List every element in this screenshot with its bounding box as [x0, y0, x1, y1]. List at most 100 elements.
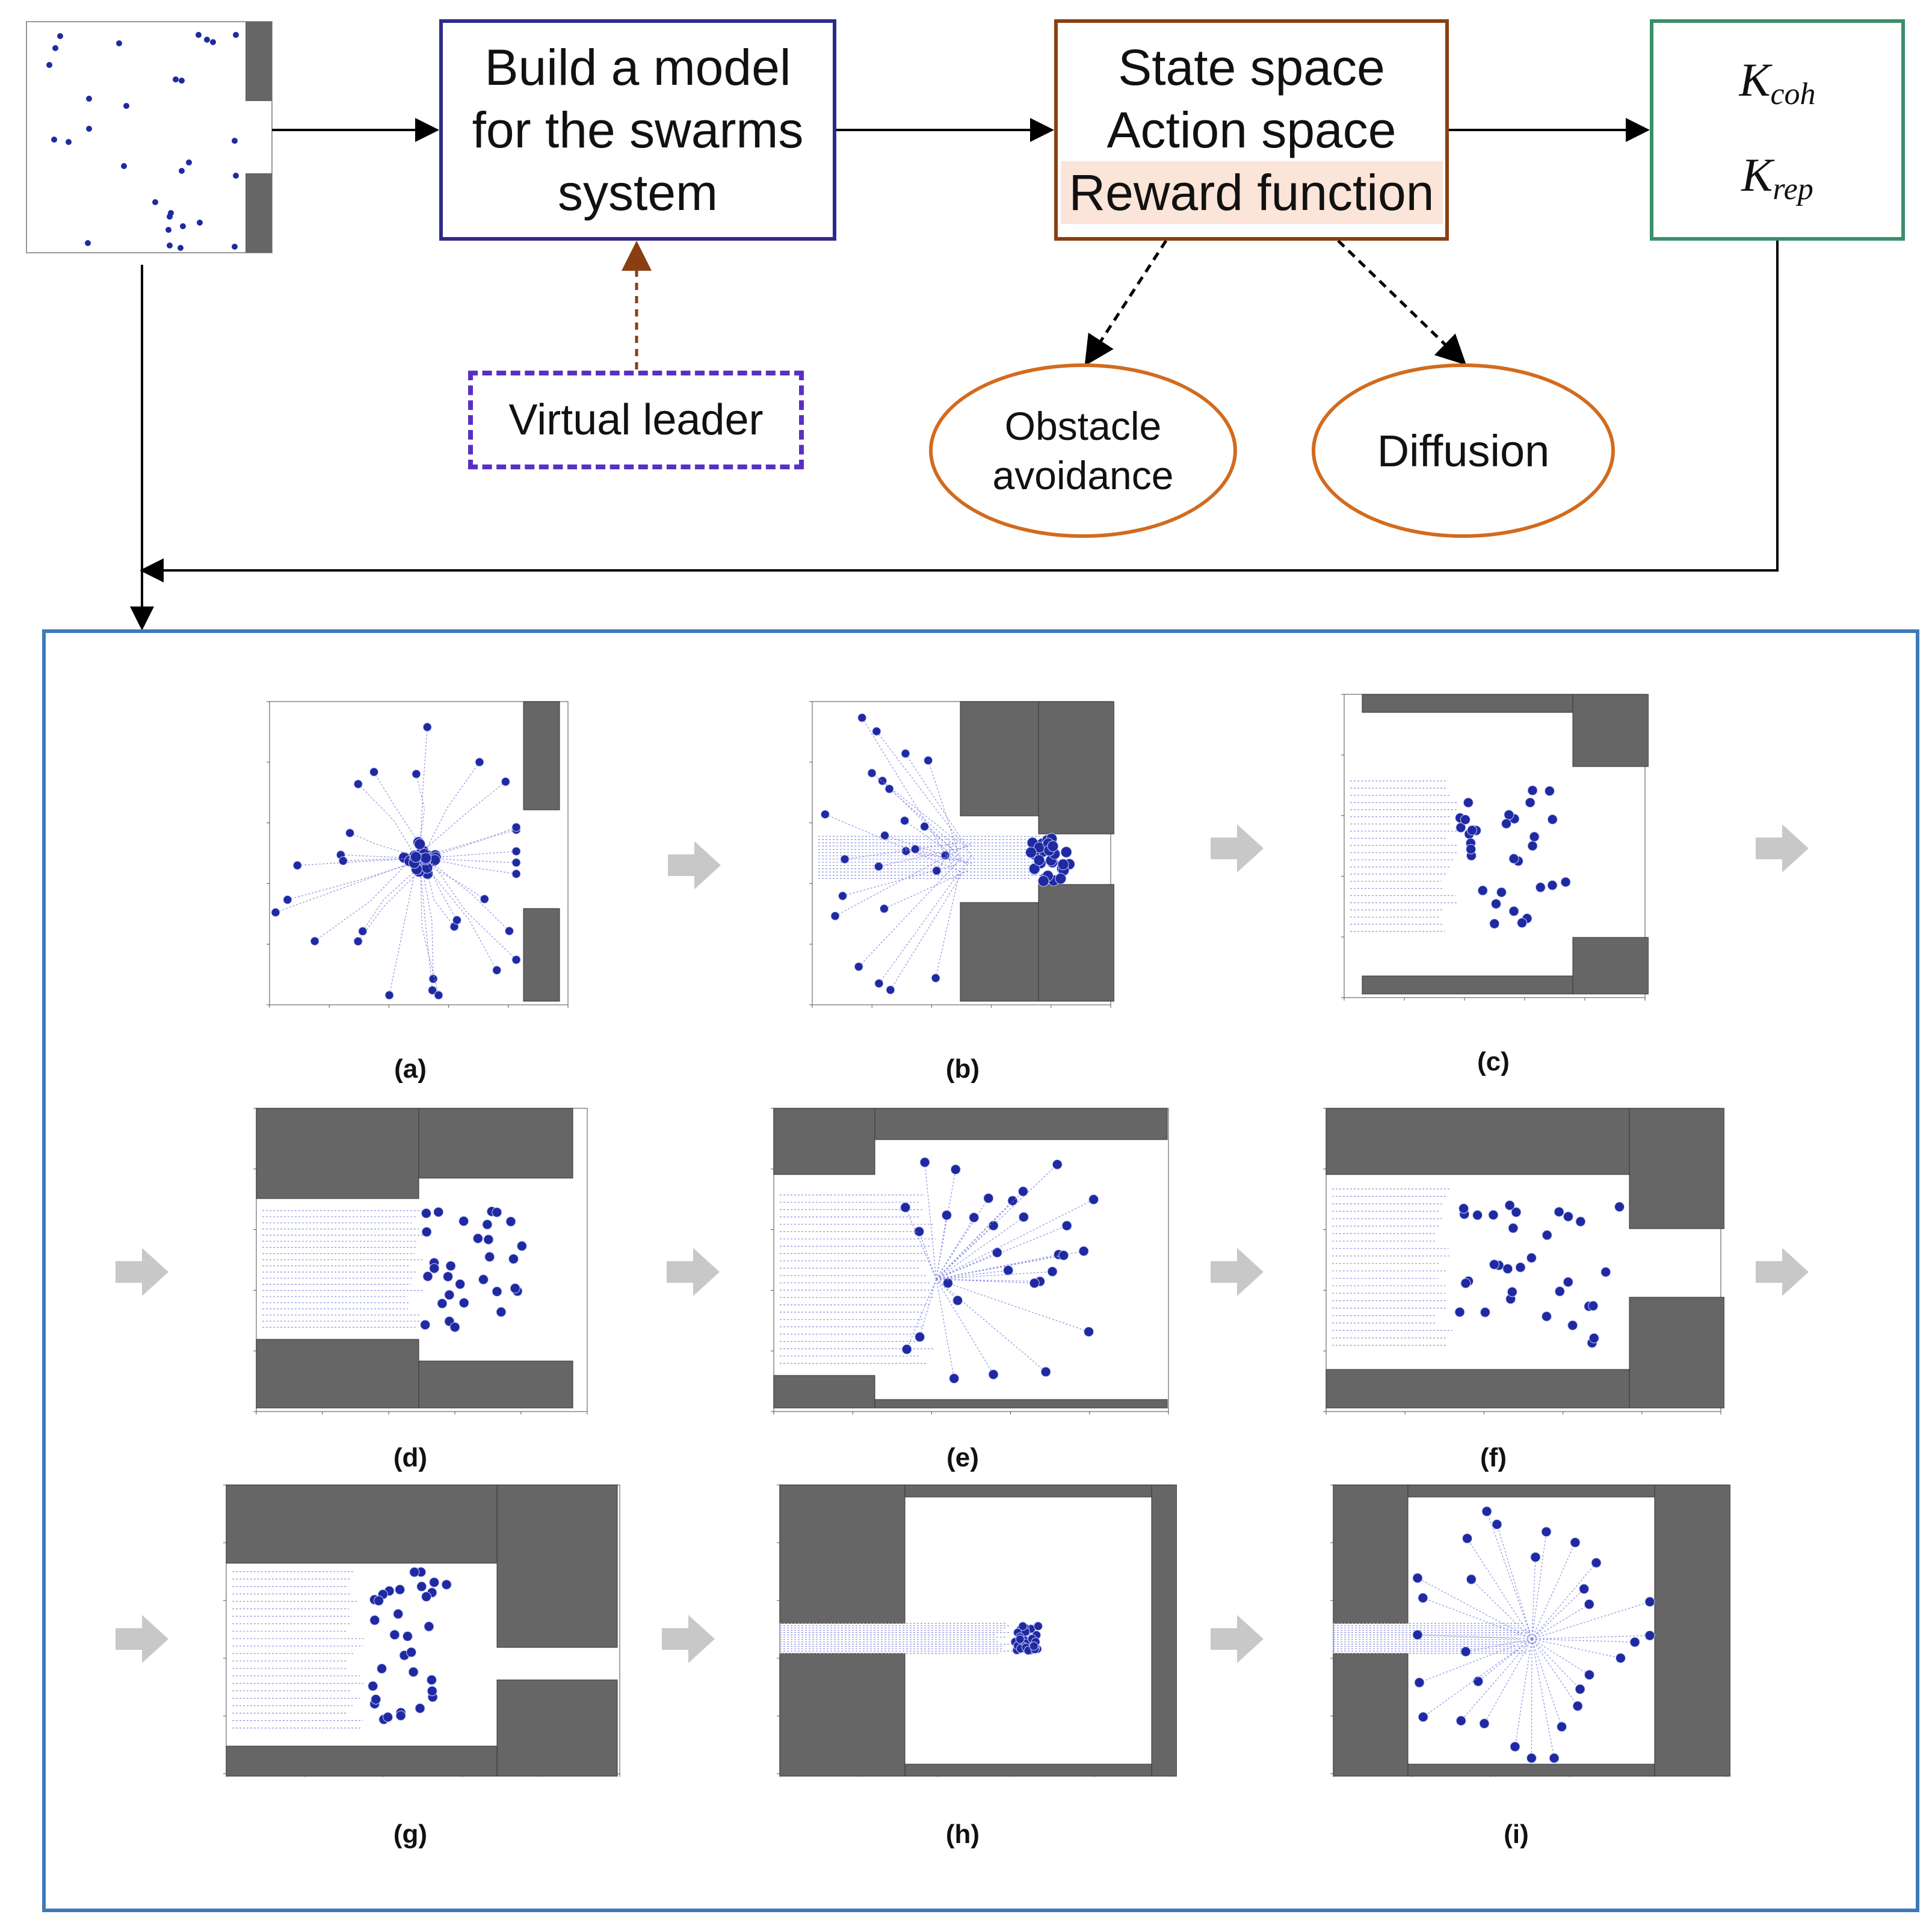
agent-dot — [501, 777, 510, 786]
progress-arrow-icon — [1211, 1615, 1264, 1663]
agent-dot — [872, 726, 881, 736]
agent-trail — [884, 835, 972, 865]
agent-dot — [1584, 1670, 1594, 1681]
agent-dot — [1549, 1753, 1560, 1764]
agent-trail — [1417, 1634, 1532, 1640]
agent-dot — [1055, 872, 1067, 884]
diffusion-ellipse: Diffusion — [1312, 363, 1615, 538]
agent-dot — [915, 1332, 925, 1342]
agent-dot — [1481, 1506, 1492, 1517]
agent-dot — [1588, 1300, 1599, 1311]
agent-dot — [952, 1295, 963, 1306]
agent-dot — [1412, 1573, 1423, 1584]
agent-trail — [1465, 1638, 1532, 1652]
agent-dot — [428, 986, 437, 995]
agent-dot — [1525, 797, 1535, 808]
agent-dot — [410, 851, 422, 863]
agent-dot — [901, 846, 911, 856]
agent-dot — [1560, 877, 1571, 887]
agent-dot — [1547, 880, 1558, 890]
agent-trail — [936, 1254, 1059, 1280]
agent-dot — [408, 1667, 419, 1678]
agent-dot — [1455, 1715, 1466, 1726]
initial-swarm-thumbnail — [26, 21, 273, 253]
agent-trail — [876, 731, 975, 860]
agent-dot — [1508, 906, 1519, 916]
agent-trail — [936, 1279, 955, 1379]
agent-dot — [1034, 1622, 1043, 1631]
agent-trail — [416, 774, 425, 845]
agent-dot — [433, 1206, 444, 1217]
arrow-shape — [1211, 1248, 1264, 1296]
obstacle-block — [1572, 694, 1649, 767]
panel-c — [1341, 694, 1649, 1001]
panel-d — [253, 1108, 588, 1415]
arrow-shape — [116, 1248, 168, 1296]
agent-dot — [1467, 825, 1478, 836]
model-line-2: for the swarms — [472, 102, 804, 158]
agent-trail — [427, 867, 498, 971]
agent-dot — [393, 1608, 404, 1619]
agent-dot — [1460, 1646, 1471, 1657]
agent-dot — [1530, 1552, 1541, 1563]
agent-dot — [1526, 1253, 1537, 1264]
agent-trail — [935, 871, 960, 978]
agent-dot — [369, 767, 379, 777]
agent-dot — [455, 1279, 466, 1289]
agent-dot — [1563, 1211, 1573, 1222]
agent-trail — [420, 860, 434, 979]
agent-dot — [874, 862, 883, 871]
rl-spaces-box: State space Action space Reward function — [1054, 19, 1449, 241]
obstacle-block — [779, 1484, 906, 1624]
agent-dot — [492, 1286, 502, 1297]
agent-dot — [496, 1307, 507, 1318]
obstacle-block — [226, 1745, 498, 1777]
agent-dot — [292, 860, 302, 870]
agent-dot — [421, 1226, 432, 1237]
agent-dot — [358, 927, 368, 936]
agent-trail — [426, 864, 485, 900]
agent-trail — [936, 1191, 1023, 1280]
agent-dot — [949, 1373, 960, 1384]
agent-dot — [1527, 841, 1538, 851]
agent-dot — [416, 1581, 427, 1592]
agent-dot — [1515, 1262, 1526, 1273]
agent-dot — [510, 1283, 520, 1294]
obstacle-block — [418, 1108, 573, 1179]
agent-dot — [1490, 898, 1501, 909]
agent-trail — [936, 1198, 989, 1280]
agent-dot — [988, 1369, 999, 1380]
agent-dot — [412, 769, 421, 779]
agent-trail — [919, 1279, 937, 1338]
agent-dot — [920, 822, 930, 832]
agent-dot — [901, 1344, 912, 1355]
agent-dot — [516, 1241, 527, 1252]
agent-dot — [511, 858, 521, 868]
agent-trail — [884, 869, 970, 909]
agent-trail — [1531, 1638, 1581, 1690]
agent-trail — [374, 771, 419, 843]
obstacle-block — [1362, 975, 1585, 995]
agent-dot — [1463, 797, 1474, 808]
agent-dot — [511, 869, 521, 878]
agent-dot — [1479, 1718, 1490, 1729]
agent-dot — [988, 1220, 999, 1231]
agent-trail — [1531, 1562, 1597, 1640]
arrow-shape — [1211, 1615, 1264, 1663]
agent-dot — [1508, 1223, 1519, 1233]
agent-dot — [1489, 1259, 1499, 1270]
agent-dot — [1542, 1230, 1552, 1241]
agent-dot — [427, 1685, 437, 1696]
panel-label-d: (d) — [393, 1443, 428, 1472]
agent-dot — [271, 907, 280, 917]
agent-dot — [1507, 1286, 1517, 1297]
agent-dot — [1029, 1641, 1039, 1651]
agent-dot — [1510, 1741, 1520, 1752]
agent-trail — [835, 842, 972, 916]
agent-dot — [484, 1252, 495, 1262]
agent-dot — [371, 1694, 381, 1705]
panel-a — [267, 701, 569, 1008]
agent-trail — [1531, 1638, 1578, 1706]
agent-trail — [905, 753, 968, 848]
progress-arrow-icon — [1756, 824, 1809, 872]
